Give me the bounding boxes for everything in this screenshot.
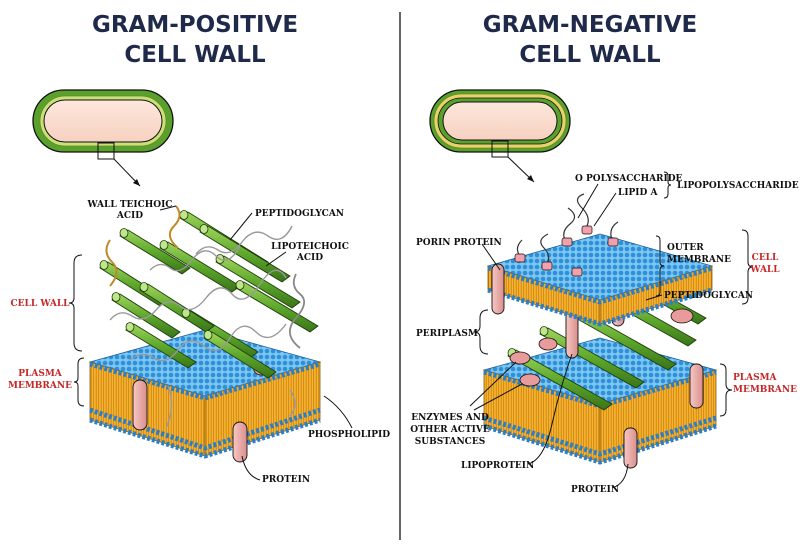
label-wall-teichoic-2: ACID — [116, 211, 143, 221]
label-peptidoglycan-left: PEPTIDOGLYCAN — [255, 209, 344, 219]
gram-positive-peptidoglycan — [99, 205, 319, 429]
label-enzymes-3: SUBSTANCES — [415, 437, 485, 447]
label-lipoprotein: LIPOPROTEIN — [461, 461, 534, 471]
membrane-protein-2 — [232, 421, 248, 463]
label-lipid-a: LIPID A — [618, 188, 658, 198]
label-periplasm: PERIPLASM — [416, 329, 478, 339]
right-title-line1: GRAM-NEGATIVE — [483, 12, 697, 38]
label-plasma-1-left: PLASMA — [18, 369, 63, 379]
left-title-line2: CELL WALL — [124, 42, 266, 68]
label-peptidoglycan-right: PEPTIDOGLYCAN — [664, 291, 753, 301]
label-cell-wall-left: CELL WALL — [11, 299, 71, 309]
label-cell-wall-right-1: CELL — [752, 253, 779, 263]
label-porin-protein: PORIN PROTEIN — [416, 238, 502, 248]
label-o-polysaccharide: O POLYSACCHARIDE — [575, 174, 683, 184]
label-plasma-1-right: PLASMA — [733, 373, 778, 383]
label-cell-wall-right-2: WALL — [749, 265, 780, 275]
label-plasma-2-right: MEMBRANE — [733, 385, 797, 395]
gram-negative-panel: GRAM-NEGATIVE CELL WALL — [410, 12, 798, 495]
left-title-line1: GRAM-POSITIVE — [92, 12, 298, 38]
label-outer-membrane-1: OUTER — [667, 243, 704, 253]
gram-negative-outer-membrane — [486, 193, 714, 327]
label-lipoteichoic-1: LIPOTEICHOIC — [271, 242, 349, 252]
gram-positive-membrane-block — [88, 329, 322, 463]
label-wall-teichoic-1: WALL TEICHOIC — [87, 200, 173, 210]
label-outer-membrane-2: MEMBRANE — [667, 255, 731, 265]
label-phospholipid: PHOSPHOLIPID — [308, 430, 390, 440]
label-lipopolysaccharide: LIPOPOLYSACCHARIDE — [677, 181, 799, 191]
label-protein-left: PROTEIN — [262, 475, 310, 485]
right-title-line2: CELL WALL — [519, 42, 661, 68]
membrane-protein-1 — [132, 379, 148, 431]
label-lipoteichoic-2: ACID — [296, 253, 323, 263]
label-plasma-2-left: MEMBRANE — [8, 381, 72, 391]
label-protein-right: PROTEIN — [571, 485, 619, 495]
label-enzymes-2: OTHER ACTIVE — [410, 425, 490, 435]
gram-positive-cell-icon — [32, 89, 174, 187]
gram-positive-panel: GRAM-POSITIVE CELL WALL — [8, 12, 390, 485]
label-enzymes-1: ENZYMES AND — [411, 413, 489, 423]
gram-negative-cell-icon — [429, 89, 571, 183]
